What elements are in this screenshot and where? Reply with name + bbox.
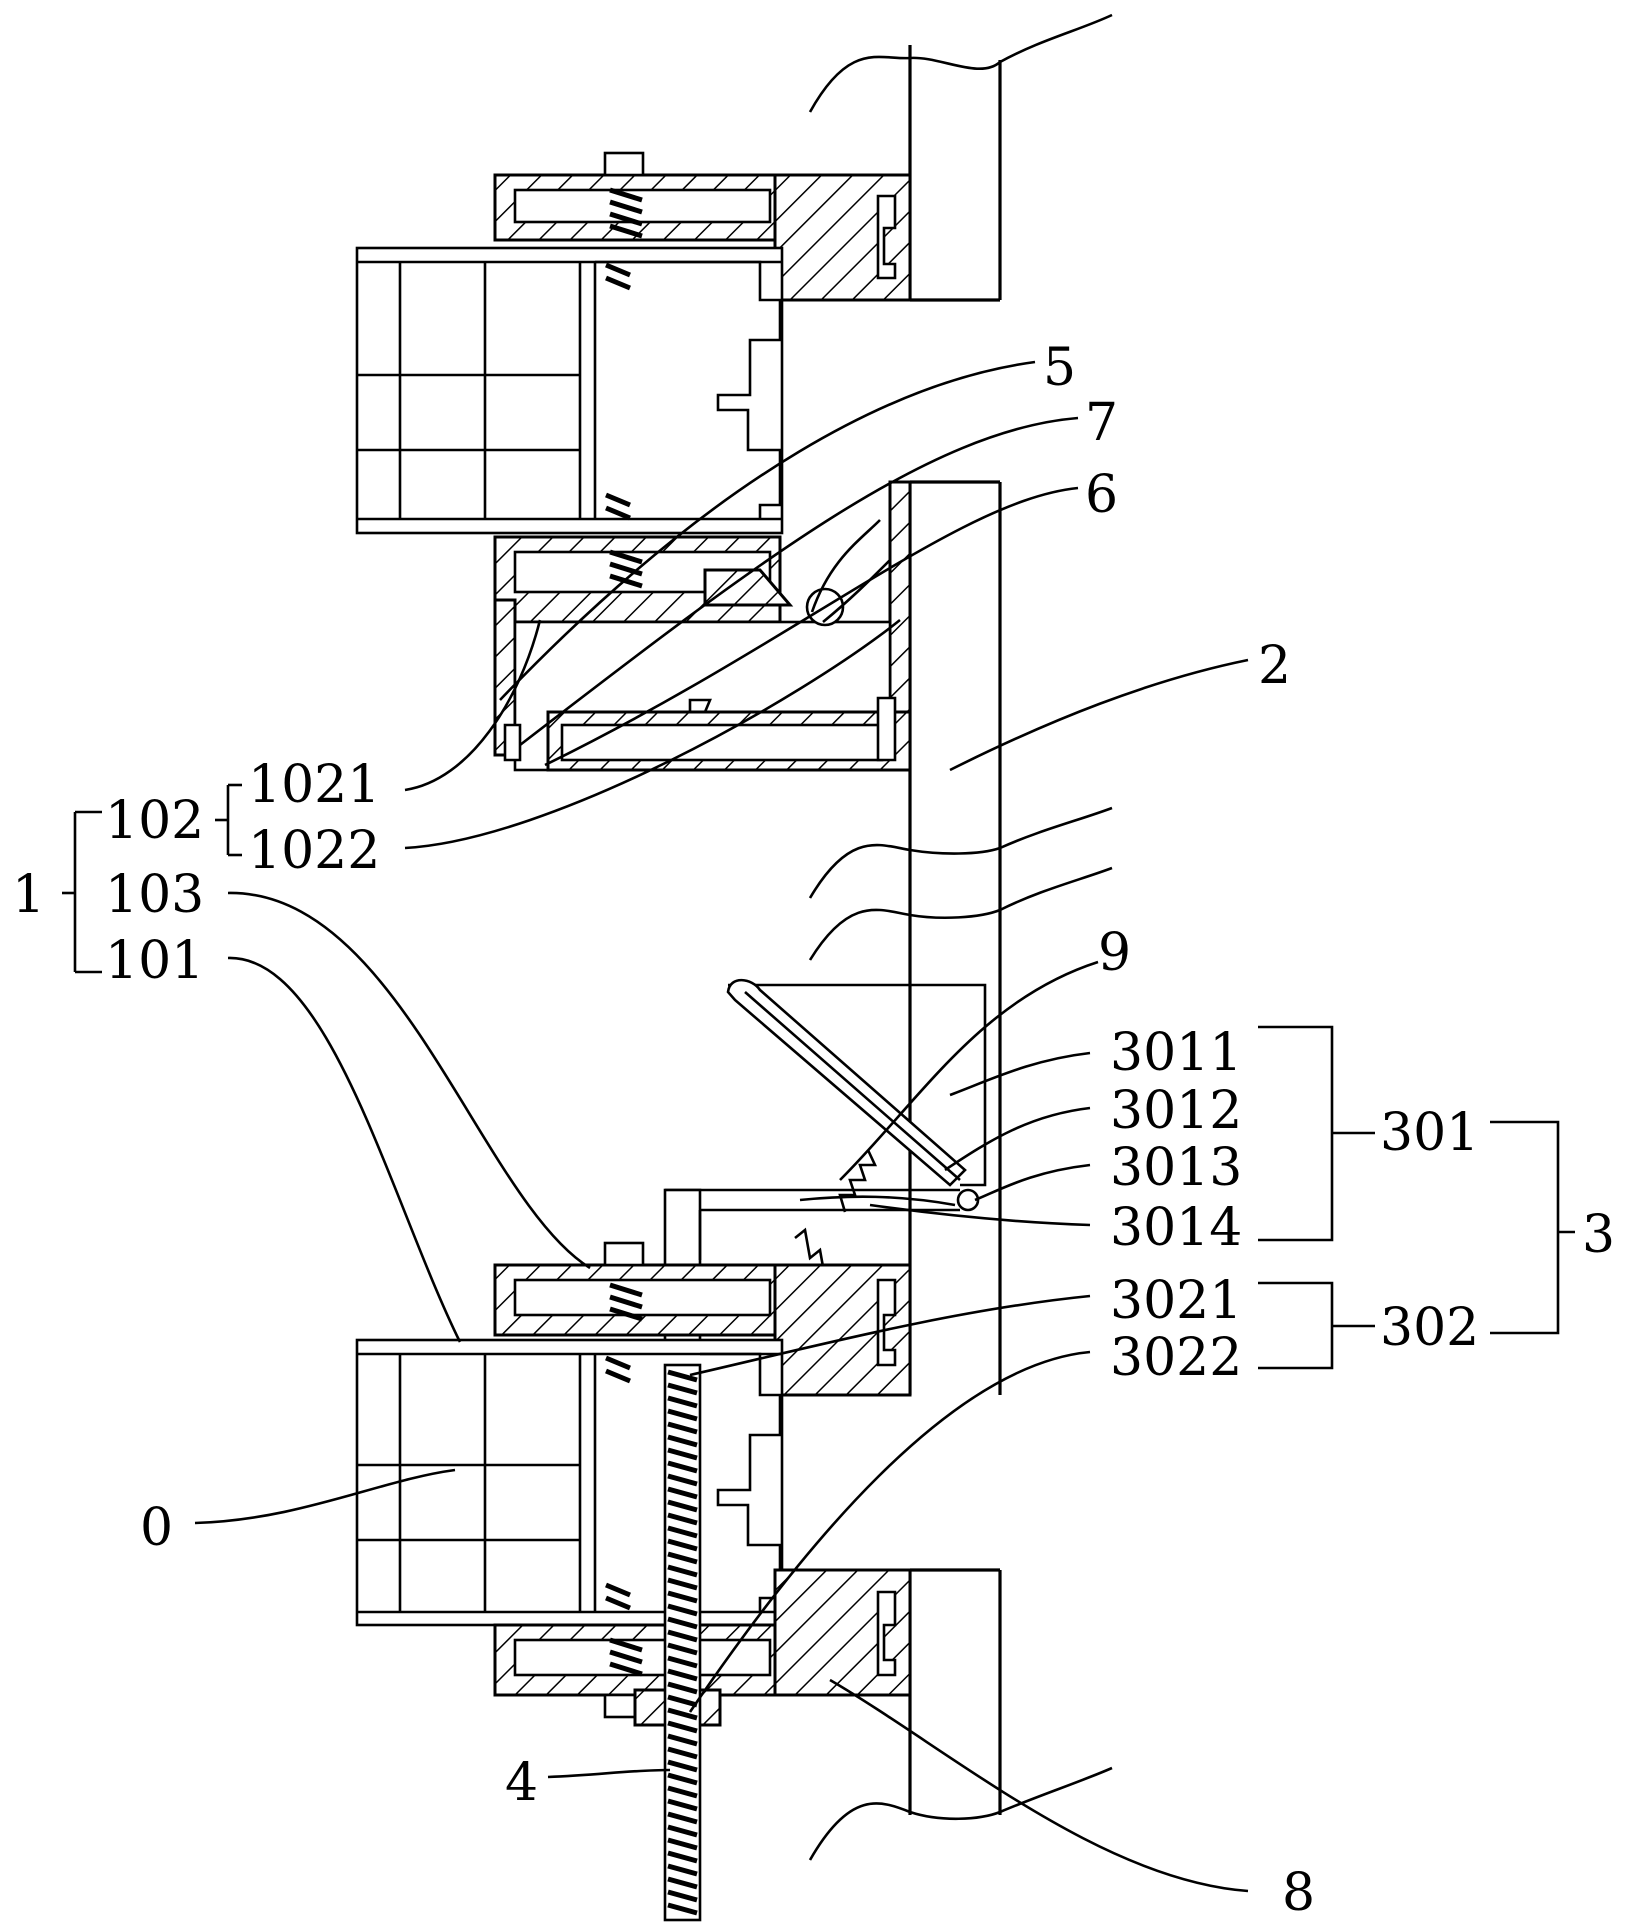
lower-assembly bbox=[357, 980, 985, 1920]
label-3021: 3021 bbox=[1110, 1271, 1242, 1331]
label-1021: 1021 bbox=[248, 755, 380, 815]
label-3022: 3022 bbox=[1110, 1328, 1242, 1388]
label-2: 2 bbox=[1258, 636, 1291, 696]
label-5: 5 bbox=[1043, 338, 1076, 398]
label-102: 102 bbox=[105, 791, 204, 851]
upper-assembly bbox=[357, 153, 910, 770]
label-0: 0 bbox=[140, 1498, 173, 1558]
label-8: 8 bbox=[1282, 1863, 1315, 1923]
label-301: 301 bbox=[1380, 1103, 1479, 1163]
label-3012: 3012 bbox=[1110, 1081, 1242, 1141]
label-6: 6 bbox=[1085, 465, 1118, 525]
label-103: 103 bbox=[105, 865, 204, 925]
label-101: 101 bbox=[105, 931, 204, 991]
label-3011: 3011 bbox=[1110, 1023, 1242, 1083]
label-7: 7 bbox=[1085, 393, 1118, 453]
label-302: 302 bbox=[1380, 1298, 1479, 1358]
label-9: 9 bbox=[1098, 923, 1131, 983]
label-3014: 3014 bbox=[1110, 1198, 1242, 1258]
label-3: 3 bbox=[1582, 1205, 1615, 1265]
label-1022: 1022 bbox=[248, 821, 380, 881]
label-1: 1 bbox=[12, 865, 45, 925]
label-3013: 3013 bbox=[1110, 1138, 1242, 1198]
label-4: 4 bbox=[505, 1753, 538, 1813]
